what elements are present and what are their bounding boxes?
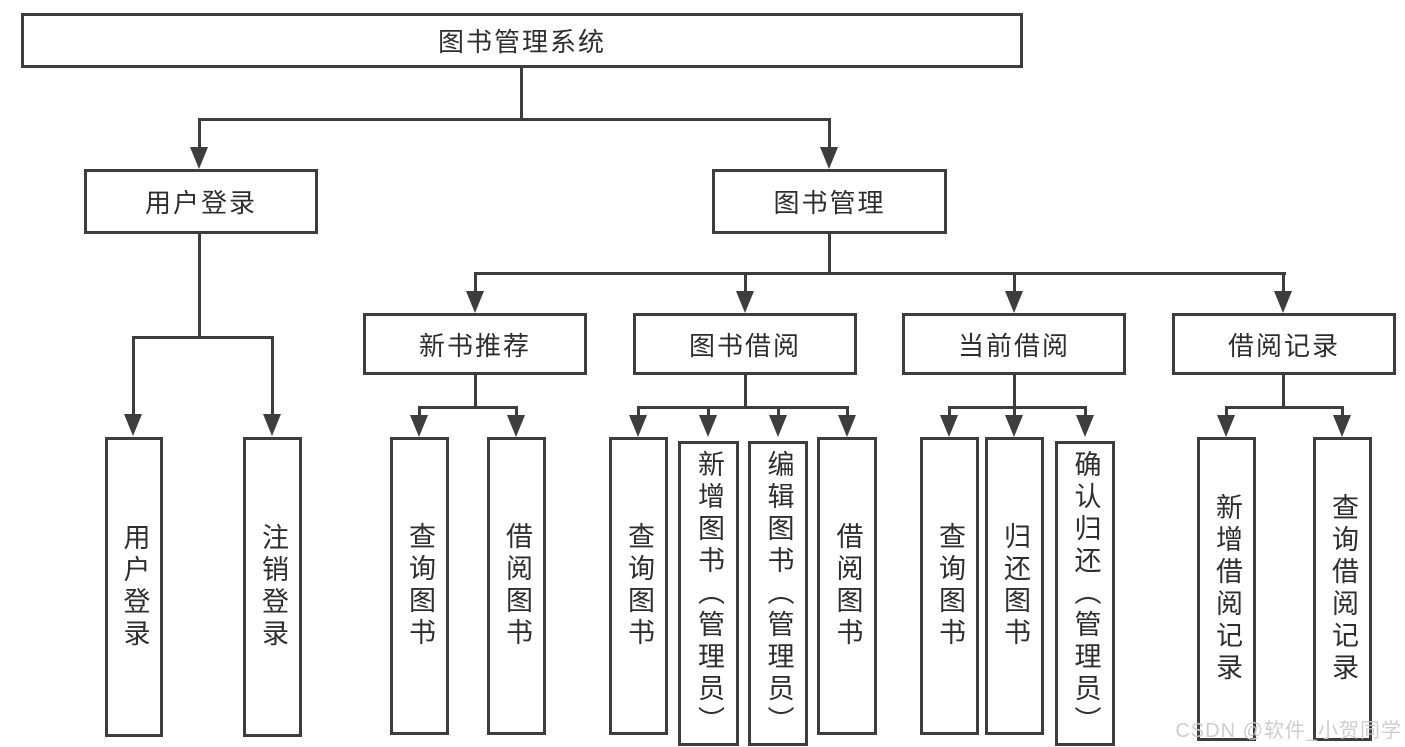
node-root: 图书管理系统 — [21, 13, 1023, 68]
arrow-down-icon — [699, 415, 717, 437]
connector-line — [1013, 406, 1016, 416]
connector-line — [1341, 406, 1344, 416]
connector-line — [520, 68, 523, 118]
connector-line — [474, 272, 477, 292]
arrow-down-icon — [124, 414, 142, 436]
node-book-management-label: 图书管理 — [773, 188, 886, 218]
leaf-records-add-record: 新增借阅记录 — [1197, 437, 1256, 741]
connector-line — [1225, 406, 1228, 416]
connector-line — [828, 234, 831, 275]
connector-line — [198, 118, 201, 148]
leaf-recommend-borrow-books: 借阅图书 — [487, 437, 546, 735]
arrow-down-icon — [1005, 291, 1023, 313]
arrow-down-icon — [1333, 415, 1351, 437]
node-new-book-recommend-label: 新书推荐 — [418, 330, 531, 361]
arrow-down-icon — [838, 415, 856, 437]
connector-line — [132, 336, 274, 339]
arrow-down-icon — [736, 291, 754, 313]
leaf-current-confirm-return-admin: 确认归还（管理员） — [1055, 441, 1115, 746]
arrow-down-icon — [507, 415, 525, 437]
leaf-logout-label: 注销登录 — [258, 523, 288, 651]
leaf-recommend-query-books-label: 查询图书 — [405, 522, 435, 650]
arrow-down-icon — [940, 415, 958, 437]
connector-line — [777, 406, 780, 416]
connector-line — [1084, 406, 1087, 416]
leaf-borrow-edit-books-admin-label: 编辑图书（管理员） — [763, 449, 794, 738]
leaf-current-return-books: 归还图书 — [985, 437, 1044, 735]
leaf-current-query-books: 查询图书 — [920, 437, 979, 735]
connector-line — [1282, 272, 1285, 292]
node-borrow-records-label: 借阅记录 — [1227, 330, 1340, 361]
leaf-records-query-record: 查询借阅记录 — [1313, 437, 1372, 741]
leaf-logout: 注销登录 — [243, 437, 302, 737]
leaf-records-query-record-label: 查询借阅记录 — [1328, 493, 1358, 685]
node-root-label: 图书管理系统 — [437, 27, 606, 57]
leaf-borrow-query-books: 查询图书 — [609, 437, 668, 735]
leaf-recommend-query-books: 查询图书 — [390, 437, 449, 735]
connector-line — [948, 406, 951, 416]
connector-line — [418, 406, 518, 409]
connector-line — [198, 234, 201, 336]
connector-line — [637, 406, 640, 416]
leaf-borrow-add-books-admin: 新增图书（管理员） — [678, 441, 739, 746]
leaf-borrow-add-books-admin-label: 新增图书（管理员） — [694, 449, 724, 738]
arrow-down-icon — [263, 414, 281, 436]
leaf-records-add-record-label: 新增借阅记录 — [1212, 493, 1242, 685]
node-new-book-recommend: 新书推荐 — [363, 313, 587, 375]
arrow-down-icon — [1005, 415, 1023, 437]
connector-line — [948, 406, 1087, 409]
node-borrow-records: 借阅记录 — [1172, 313, 1396, 375]
leaf-current-confirm-return-admin-label: 确认归还（管理员） — [1070, 449, 1101, 738]
connector-line — [132, 336, 135, 414]
connector-line — [744, 272, 747, 292]
arrow-down-icon — [1274, 291, 1292, 313]
leaf-borrow-edit-books-admin: 编辑图书（管理员） — [748, 441, 808, 746]
leaf-borrow-query-books-label: 查询图书 — [624, 522, 654, 650]
arrow-down-icon — [820, 147, 838, 169]
node-user-login-label: 用户登录 — [144, 188, 257, 218]
connector-line — [1282, 375, 1285, 406]
node-book-management: 图书管理 — [712, 169, 947, 234]
leaf-borrow-borrow-books: 借阅图书 — [817, 437, 877, 735]
connector-line — [637, 406, 848, 409]
arrow-down-icon — [466, 291, 484, 313]
connector-line — [846, 406, 849, 416]
leaf-user-login-label: 用户登录 — [119, 523, 150, 651]
leaf-current-query-books-label: 查询图书 — [935, 522, 965, 650]
node-user-login: 用户登录 — [84, 169, 318, 234]
connector-line — [1013, 272, 1016, 292]
node-current-borrow: 当前借阅 — [902, 313, 1126, 375]
leaf-user-login: 用户登录 — [105, 437, 163, 737]
connector-line — [707, 406, 710, 416]
arrow-down-icon — [1076, 415, 1094, 437]
connector-line — [271, 336, 274, 414]
connector-line — [744, 375, 747, 406]
node-book-borrow-label: 图书借阅 — [688, 330, 801, 361]
arrow-down-icon — [629, 415, 647, 437]
node-book-borrow: 图书借阅 — [633, 313, 857, 375]
leaf-recommend-borrow-books-label: 借阅图书 — [502, 522, 532, 650]
connector-line — [828, 118, 831, 148]
csdn-watermark: CSDN @软件_小贺同学 — [1175, 720, 1402, 742]
arrow-down-icon — [769, 415, 787, 437]
connector-line — [1013, 375, 1016, 406]
arrow-down-icon — [410, 415, 428, 437]
connector-line — [198, 118, 831, 121]
connector-line — [474, 375, 477, 406]
connector-line — [474, 272, 1286, 275]
arrow-down-icon — [190, 147, 208, 169]
node-current-borrow-label: 当前借阅 — [957, 330, 1070, 361]
arrow-down-icon — [1217, 415, 1235, 437]
connector-line — [418, 406, 421, 416]
leaf-current-return-books-label: 归还图书 — [1000, 522, 1030, 650]
connector-line — [1225, 406, 1343, 409]
leaf-borrow-borrow-books-label: 借阅图书 — [832, 522, 863, 650]
connector-line — [515, 406, 518, 416]
